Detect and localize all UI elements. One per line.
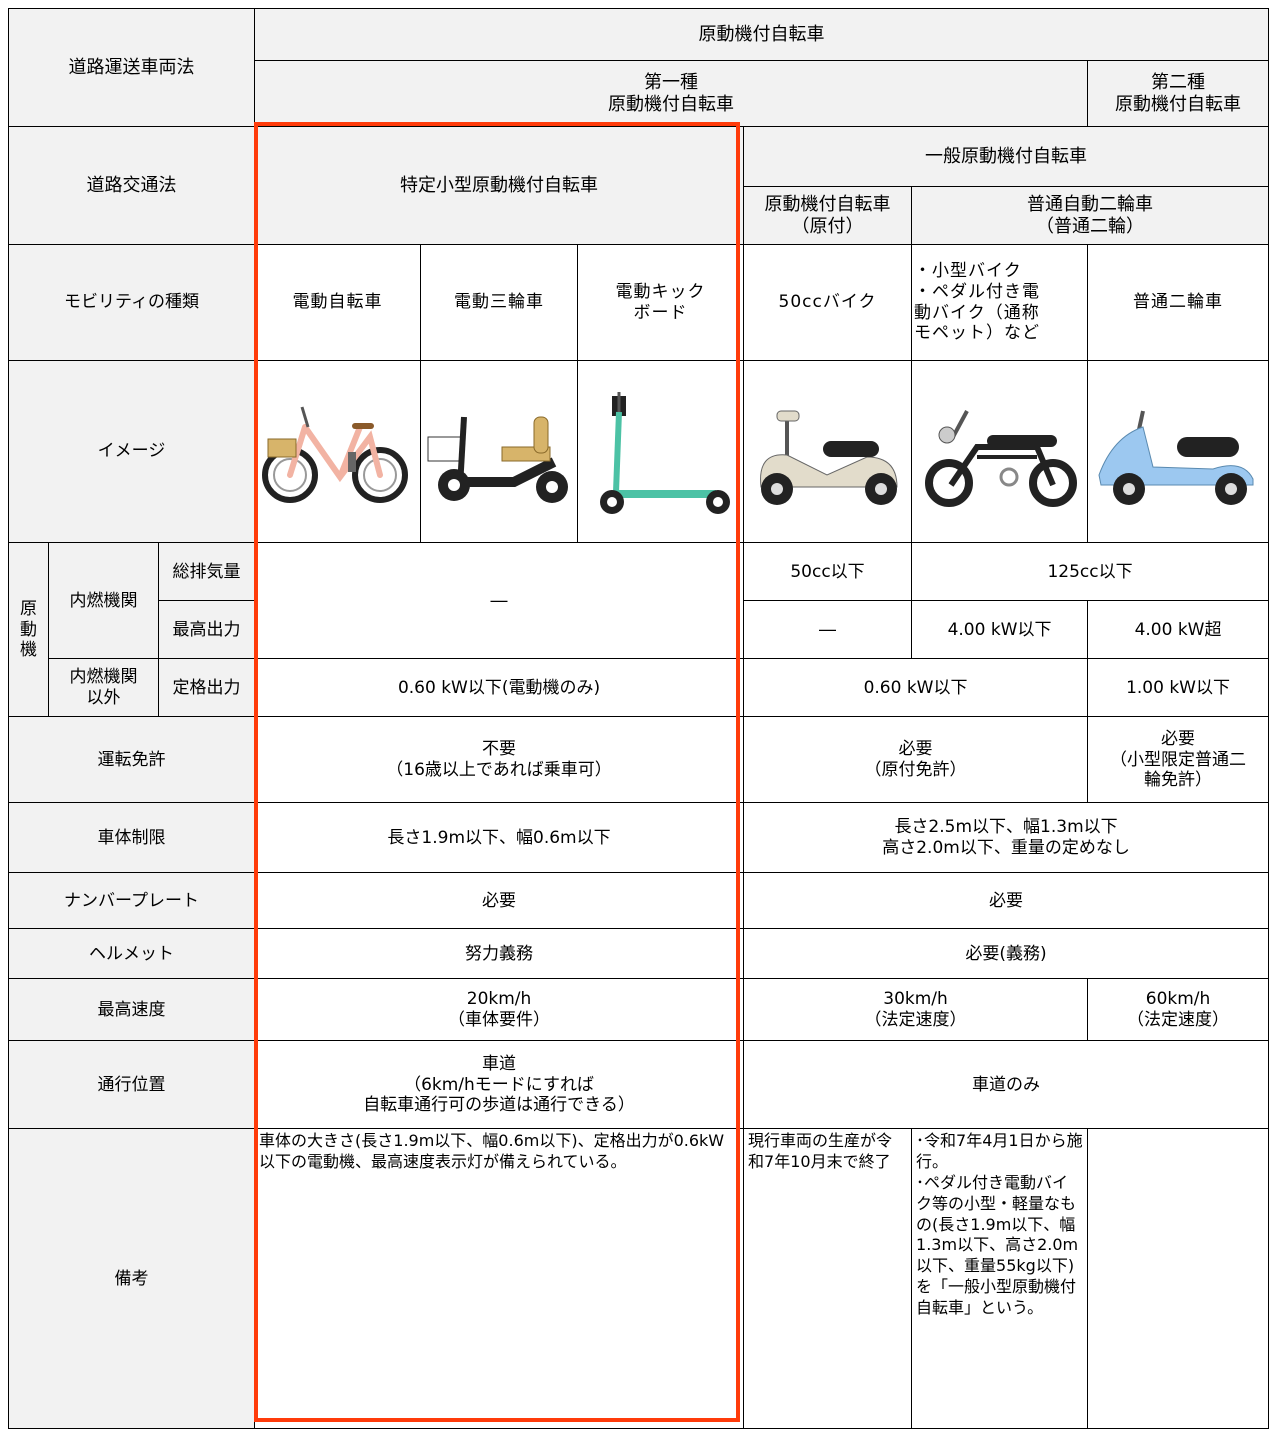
electric-bicycle-icon <box>261 406 408 503</box>
remarks-specified: 車体の大きさ(長さ1.9m以下、幅0.6m以下)、定格出力が0.6kW以下の電動… <box>254 1128 745 1429</box>
mobility-type-50cc: 50ccバイク <box>743 244 913 361</box>
electric-bicycle-image <box>254 359 422 544</box>
max-output-moped: ― <box>743 600 913 660</box>
normal-scooter-icon <box>1098 410 1254 505</box>
position-general: 車道のみ <box>743 1040 1270 1130</box>
electric-tricycle-image <box>420 359 579 544</box>
motorized-bicycle-header: 原動機付自転車 <box>254 8 1270 61</box>
helmet-general: 必要(義務) <box>743 928 1270 980</box>
speed-label: 最高速度 <box>7 978 256 1042</box>
50cc-scooter-image <box>743 359 913 544</box>
body-limit-specified: 長さ1.9m以下、幅0.6m以下 <box>254 802 745 874</box>
rated-output-general: 0.60 kW以下 <box>743 658 1089 718</box>
normal-two-wheel-header: 普通自動二輪車 （普通二輪） <box>911 186 1270 245</box>
max-output-normal: 4.00 kW超 <box>1087 600 1270 660</box>
specified-engine-dash: ― <box>254 542 745 660</box>
general-moped-header: 一般原動機付自転車 <box>743 126 1270 187</box>
electric-kickboard-icon <box>599 391 730 514</box>
comparison-table-wrapper: 道路運送車両法 原動機付自転車 第一種 原動機付自転車 第二種 原動機付自転車 … <box>7 8 1270 1429</box>
rated-output-specified: 0.60 kW以下(電動機のみ) <box>254 658 745 718</box>
electric-kickboard-image <box>577 359 745 544</box>
rated-output-label: 定格出力 <box>157 658 256 718</box>
mobility-type-electric-tricycle: 電動三輪車 <box>420 244 579 361</box>
electric-tricycle-icon <box>427 416 569 503</box>
normal-scooter-image <box>1087 359 1270 544</box>
license-label: 運転免許 <box>7 716 256 804</box>
license-specified: 不要 （16歳以上であれば乗車可） <box>254 716 745 804</box>
remarks-moped: 現行車両の生産が令和7年10月末で終了 <box>743 1128 913 1429</box>
small-motorbike-image <box>911 359 1089 544</box>
mobility-type-electric-kickboard: 電動キック ボード <box>577 244 745 361</box>
mobility-type-label: モビリティの種類 <box>7 244 256 361</box>
displacement-125: 125cc以下 <box>911 542 1270 602</box>
speed-specified: 20km/h （車体要件） <box>254 978 745 1042</box>
max-output-small: 4.00 kW以下 <box>911 600 1089 660</box>
license-normal: 必要 （小型限定普通二 輪免許） <box>1087 716 1270 804</box>
remarks-normal <box>1087 1128 1270 1429</box>
50cc-scooter-icon <box>759 410 898 505</box>
road-traffic-law-header: 道路交通法 <box>7 126 256 245</box>
image-row-label: イメージ <box>7 359 256 544</box>
class2-header: 第二種 原動機付自転車 <box>1087 60 1270 127</box>
speed-general: 30km/h （法定速度） <box>743 978 1089 1042</box>
specified-small-header: 特定小型原動機付自転車 <box>254 126 745 245</box>
remarks-label: 備考 <box>7 1128 256 1429</box>
max-output-label: 最高出力 <box>157 600 256 660</box>
mobility-type-electric-bicycle: 電動自転車 <box>254 244 422 361</box>
mobility-type-small-motorbike: ・小型バイク ・ペダル付き電 動バイク（通称 モペット）など <box>911 244 1089 361</box>
helmet-label: ヘルメット <box>7 928 256 980</box>
position-label: 通行位置 <box>7 1040 256 1130</box>
mobility-type-normal-two-wheel: 普通二輪車 <box>1087 244 1270 361</box>
displacement-moped: 50cc以下 <box>743 542 913 602</box>
road-transport-law-header: 道路運送車両法 <box>7 8 256 127</box>
small-motorbike-icon <box>924 409 1077 507</box>
class1-header: 第一種 原動機付自転車 <box>254 60 1089 127</box>
position-specified: 車道 （6km/hモードにすれば 自転車通行可の歩道は通行できる） <box>254 1040 745 1130</box>
body-limit-general: 長さ2.5m以下、幅1.3m以下 高さ2.0m以下、重量の定めなし <box>743 802 1270 874</box>
rated-output-normal: 1.00 kW以下 <box>1087 658 1270 718</box>
speed-normal: 60km/h （法定速度） <box>1087 978 1270 1042</box>
plate-label: ナンバープレート <box>7 872 256 930</box>
plate-specified: 必要 <box>254 872 745 930</box>
mobility-comparison-table: 道路運送車両法 原動機付自転車 第一種 原動機付自転車 第二種 原動機付自転車 … <box>7 8 1270 1429</box>
moped-genzuki-header: 原動機付自転車 （原付） <box>743 186 913 245</box>
ice-label: 内燃機関 <box>48 542 159 660</box>
motor-label: 原 動 機 <box>8 542 49 718</box>
remarks-small: ･令和7年4月1日から施行。 ･ペダル付き電動バイク等の小型・軽量なもの(長さ1… <box>911 1128 1089 1429</box>
displacement-label: 総排気量 <box>157 542 256 602</box>
helmet-specified: 努力義務 <box>254 928 745 980</box>
license-general: 必要 （原付免許） <box>743 716 1089 804</box>
non-ice-label: 内燃機関 以外 <box>48 658 159 718</box>
plate-general: 必要 <box>743 872 1270 930</box>
body-limit-label: 車体制限 <box>7 802 256 874</box>
